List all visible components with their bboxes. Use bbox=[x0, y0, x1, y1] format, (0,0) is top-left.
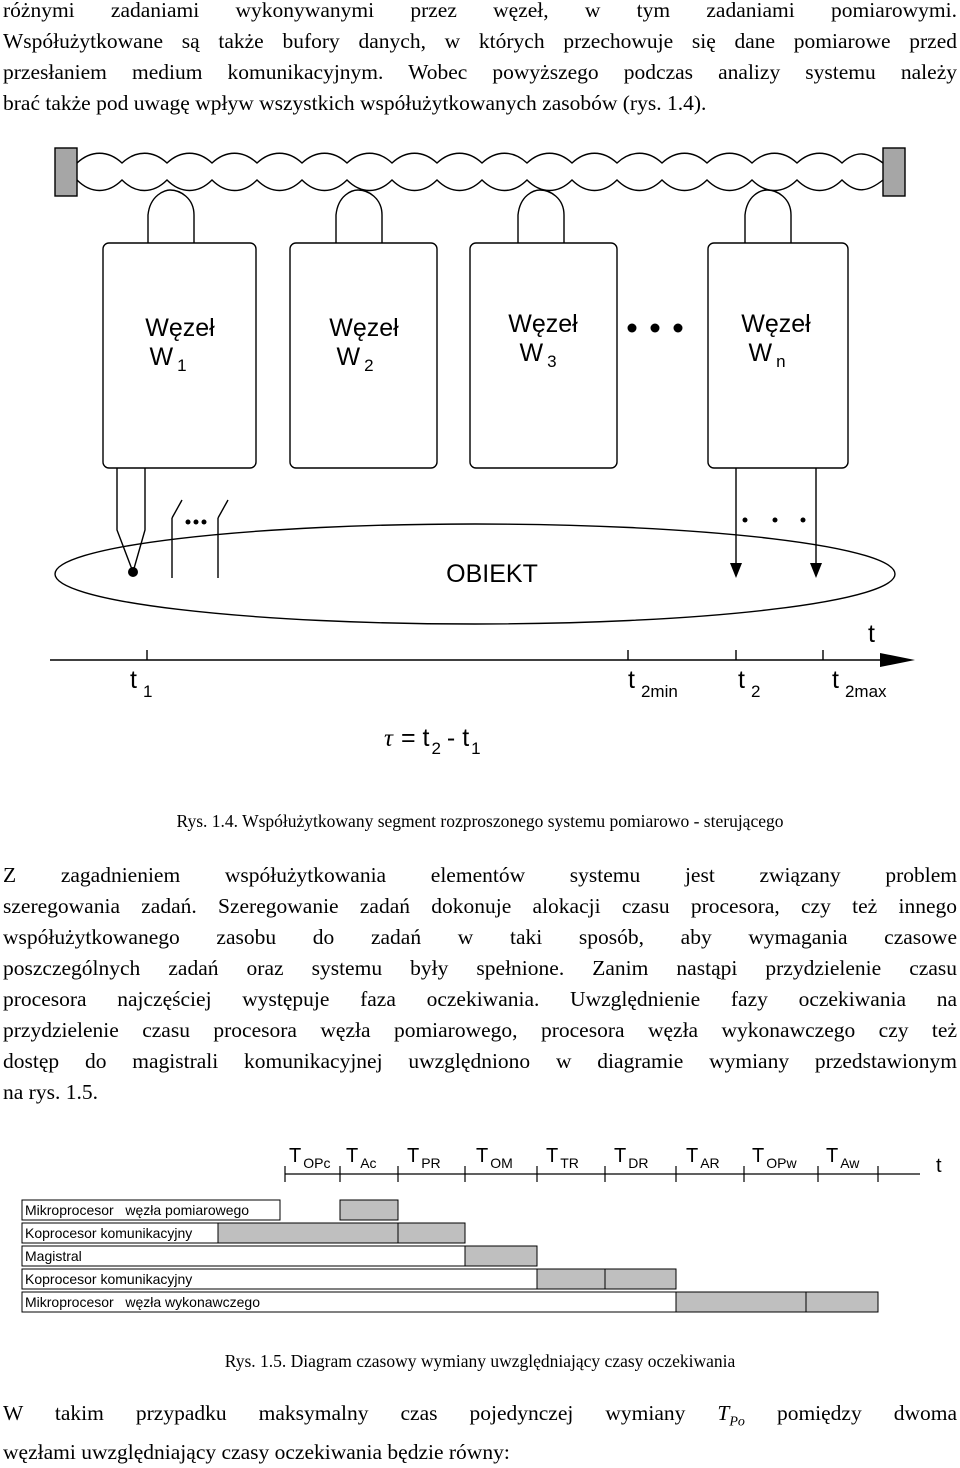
node-label: Węzeł bbox=[329, 314, 399, 342]
text-line: dostęp do magistrali komunikacyjnej uwzg… bbox=[3, 1049, 957, 1073]
text-line: różnymi zadaniami wykonywanymi przez węz… bbox=[3, 0, 957, 22]
row-label: Koprocesor komunikacyjny bbox=[25, 1225, 192, 1241]
switch-line bbox=[217, 499, 229, 519]
timing-axis-label: t bbox=[936, 1155, 942, 1177]
text-line: węzłami uwzględniający czasy oczekiwania… bbox=[3, 1440, 510, 1465]
actuator-arrow-head bbox=[810, 563, 822, 578]
ellipsis-dot bbox=[201, 519, 207, 525]
ellipsis-dot bbox=[627, 323, 637, 333]
text-line: Z zagadnieniem współużytkowania elementó… bbox=[3, 863, 957, 887]
switch-line bbox=[171, 499, 183, 519]
intro-paragraph: różnymi zadaniami wykonywanymi przez węz… bbox=[3, 0, 957, 119]
final-paragraph: W takim przypadku maksymalny czas pojedy… bbox=[3, 1398, 957, 1468]
object-label: OBIEKT bbox=[446, 560, 538, 588]
node-box-w2 bbox=[289, 242, 438, 469]
text-line: brać także pod uwagę wpływ wszystkich ws… bbox=[3, 91, 707, 115]
figure-1-5-caption: Rys. 1.5. Diagram czasowy wymiany uwzglę… bbox=[224, 1351, 736, 1371]
timing-block bbox=[805, 1291, 879, 1313]
text-line: W takim przypadku maksymalny czas pojedy… bbox=[3, 1398, 957, 1437]
ellipsis-dot bbox=[185, 519, 191, 525]
ellipsis-dot bbox=[193, 519, 199, 525]
node-label: Węzeł bbox=[741, 310, 811, 338]
timing-row-3 bbox=[21, 1245, 466, 1267]
sensor-dot bbox=[128, 567, 138, 577]
figure-1-4-caption: Rys. 1.4. Współużytkowany segment rozpro… bbox=[176, 811, 784, 831]
timing-block bbox=[217, 1222, 399, 1244]
text-line: szeregowania zadań. Szeregowanie zadań d… bbox=[3, 894, 957, 918]
row-label: Koprocesor komunikacyjny bbox=[25, 1271, 192, 1287]
symbol: TPo bbox=[717, 1401, 745, 1430]
bus-terminator-right bbox=[882, 147, 906, 197]
timing-row-1 bbox=[21, 1199, 281, 1221]
row-label: Magistral bbox=[25, 1248, 82, 1264]
bus-connection-w1 bbox=[147, 189, 195, 243]
time-axis-label: t bbox=[868, 620, 875, 648]
bus-terminator-left bbox=[54, 147, 78, 197]
timing-block bbox=[536, 1268, 606, 1290]
ellipsis-dot bbox=[772, 517, 778, 523]
timing-block bbox=[675, 1291, 807, 1313]
bus-connection-w2 bbox=[335, 189, 383, 243]
text-line: przesłaniem medium komunikacyjnym. Wobec… bbox=[3, 60, 957, 84]
row-label: Mikroprocesor węzła pomiarowego bbox=[25, 1202, 249, 1218]
text-line: przydzielenie czasu procesora węzła pomi… bbox=[3, 1018, 957, 1042]
time-axis-arrow-head bbox=[880, 653, 915, 667]
text-fragment: W takim przypadku maksymalny czas pojedy… bbox=[3, 1401, 686, 1425]
row-label: Mikroprocesor węzła wykonawczego bbox=[25, 1294, 260, 1310]
text-line: współużytkowanego zasobu do zadań w taki… bbox=[3, 925, 957, 949]
text-line: na rys. 1.5. bbox=[3, 1080, 98, 1104]
text-line: Współużytkowane są także bufory danych, … bbox=[3, 29, 957, 53]
text-line: poszczególnych zadań oraz systemu były s… bbox=[3, 956, 957, 980]
node-box-w3 bbox=[469, 242, 618, 469]
text-line: procesora najczęściej występuje faza ocz… bbox=[3, 987, 957, 1011]
node-label: Węzeł bbox=[145, 314, 215, 342]
ellipsis-dot bbox=[800, 517, 806, 523]
ellipsis-dot bbox=[650, 323, 660, 333]
middle-paragraph: Z zagadnieniem współużytkowania elementó… bbox=[3, 860, 957, 1108]
sensor-probe bbox=[116, 468, 146, 573]
bus-connection-wn bbox=[744, 189, 792, 243]
bus-cable-upper bbox=[76, 152, 884, 164]
timing-block bbox=[397, 1222, 466, 1244]
bus-connection-w3 bbox=[517, 189, 565, 243]
node-box-wn bbox=[707, 242, 849, 469]
node-box-w1 bbox=[102, 242, 257, 469]
text-fragment: pomiędzy dwoma bbox=[776, 1401, 958, 1425]
ellipsis-dot bbox=[742, 517, 748, 523]
timing-block bbox=[339, 1199, 399, 1221]
timing-block bbox=[464, 1245, 538, 1267]
bus-cable-lower bbox=[76, 179, 884, 192]
node-label: Węzeł bbox=[508, 310, 578, 338]
actuator-arrow-head bbox=[730, 563, 742, 578]
timing-block bbox=[604, 1268, 677, 1290]
object-ellipse bbox=[54, 523, 896, 625]
ellipsis-dot bbox=[673, 323, 683, 333]
